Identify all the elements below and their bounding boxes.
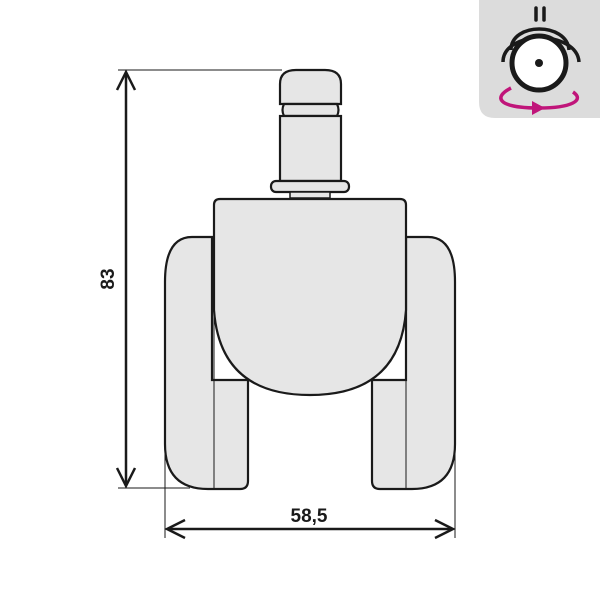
pin-collar [269, 179, 351, 194]
pin-head [278, 68, 343, 106]
pin-groove [281, 102, 340, 118]
width-dimension-label: 58,5 [291, 506, 328, 527]
pin-neck [289, 191, 331, 199]
pin-shaft [278, 114, 343, 183]
height-dimension-label: 83 [98, 268, 119, 289]
left-wheel [163, 235, 250, 491]
height-dimension [115, 69, 282, 489]
swivel-caster-rotation-icon [479, 0, 600, 118]
caster-housing [212, 197, 408, 397]
caster-drawing [163, 68, 457, 491]
width-dimension [164, 448, 456, 540]
right-wheel [370, 235, 457, 491]
